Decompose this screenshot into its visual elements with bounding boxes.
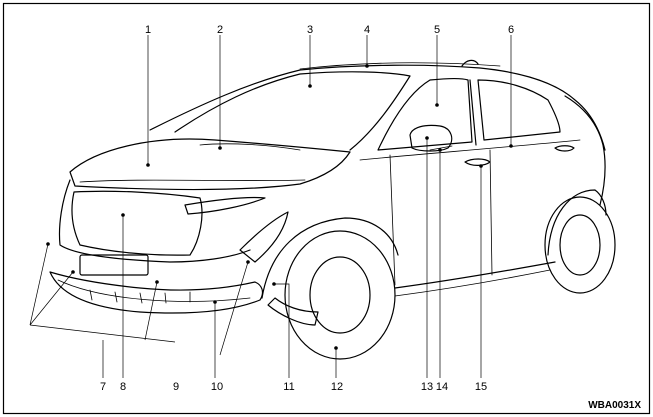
roof-outline [149, 64, 606, 151]
roof-antenna [461, 59, 479, 67]
rear-hatch [564, 95, 606, 206]
leader-9 [144, 281, 158, 341]
rear-door-line [489, 149, 493, 276]
mud-flap [267, 297, 319, 326]
leader-lines [29, 35, 513, 378]
rocker-lower [394, 269, 551, 297]
rear-side-window [477, 79, 561, 141]
callout-7: 7 [100, 381, 106, 393]
reference-code: WBA0031X [588, 400, 641, 411]
callout-1: 1 [145, 24, 151, 36]
leader-3-dot [308, 84, 312, 88]
leader-2-dot [218, 146, 222, 150]
side-mirror [409, 124, 453, 152]
leader-5-dot [435, 103, 439, 107]
callout-15: 15 [475, 381, 487, 393]
callout-13: 13 [421, 381, 433, 393]
wiper [199, 143, 301, 151]
rear-wheel-arch [547, 189, 607, 256]
leader-11-dot [272, 282, 276, 286]
leader-4-dot [365, 64, 369, 68]
callout-11: 11 [283, 381, 294, 393]
callout-14: 14 [436, 381, 448, 393]
hood-outline [69, 138, 351, 191]
front-door-handle [464, 158, 491, 166]
front-wheel-rim [309, 256, 371, 334]
grille-panel [71, 190, 203, 256]
leader-13-dot [425, 136, 429, 140]
rear-wheel-rim [559, 214, 601, 276]
leader-7-dot-b [71, 270, 75, 274]
callout-8: 8 [120, 381, 126, 393]
rear-door-handle [554, 145, 575, 152]
bumper-vents [89, 289, 191, 304]
front-corner-light [239, 211, 289, 263]
callout-12: 12 [331, 381, 343, 393]
hood-crease [79, 179, 306, 183]
leader-10-dot-a [213, 300, 217, 304]
front-splitter [57, 279, 251, 302]
license-plate [79, 254, 149, 276]
front-wheel-arch [261, 217, 399, 299]
leader-11 [274, 283, 290, 378]
leader-12-dot [334, 346, 338, 350]
roof-rail [299, 62, 501, 70]
b-pillar [469, 79, 477, 146]
rocker-panel [394, 261, 556, 289]
lower-bumper [49, 271, 264, 314]
front-fascia [58, 179, 251, 263]
callout-4: 4 [364, 24, 370, 36]
leader-6-dot [509, 144, 513, 148]
windshield [174, 71, 411, 151]
leader-7 [29, 243, 176, 378]
callout-10: 10 [211, 381, 223, 393]
callout-6: 6 [508, 24, 514, 36]
door-line [389, 154, 396, 286]
leader-14-dot [438, 148, 442, 152]
leader-8-dot [121, 213, 125, 217]
front-wheel-tire [284, 230, 396, 360]
leader-1-dot [146, 163, 150, 167]
front-side-window [377, 77, 473, 151]
callout-5: 5 [434, 24, 440, 36]
leader-7-dot-a [46, 242, 50, 246]
callout-9: 9 [173, 381, 179, 393]
car-illustration [49, 59, 616, 360]
leader-10-dot-b [246, 260, 250, 264]
rear-wheel-tire [544, 196, 616, 294]
leader-15-dot [479, 164, 483, 168]
mirror-turn-signal [429, 145, 453, 151]
side-character-line [359, 139, 581, 161]
headlight [184, 196, 266, 215]
leader-9-dot [155, 280, 159, 284]
callout-2: 2 [217, 24, 223, 36]
callout-3: 3 [307, 24, 313, 36]
callout-labels: 1 2 3 4 5 6 7 8 9 10 11 12 13 14 15 [100, 24, 514, 393]
leader-10 [214, 261, 249, 378]
